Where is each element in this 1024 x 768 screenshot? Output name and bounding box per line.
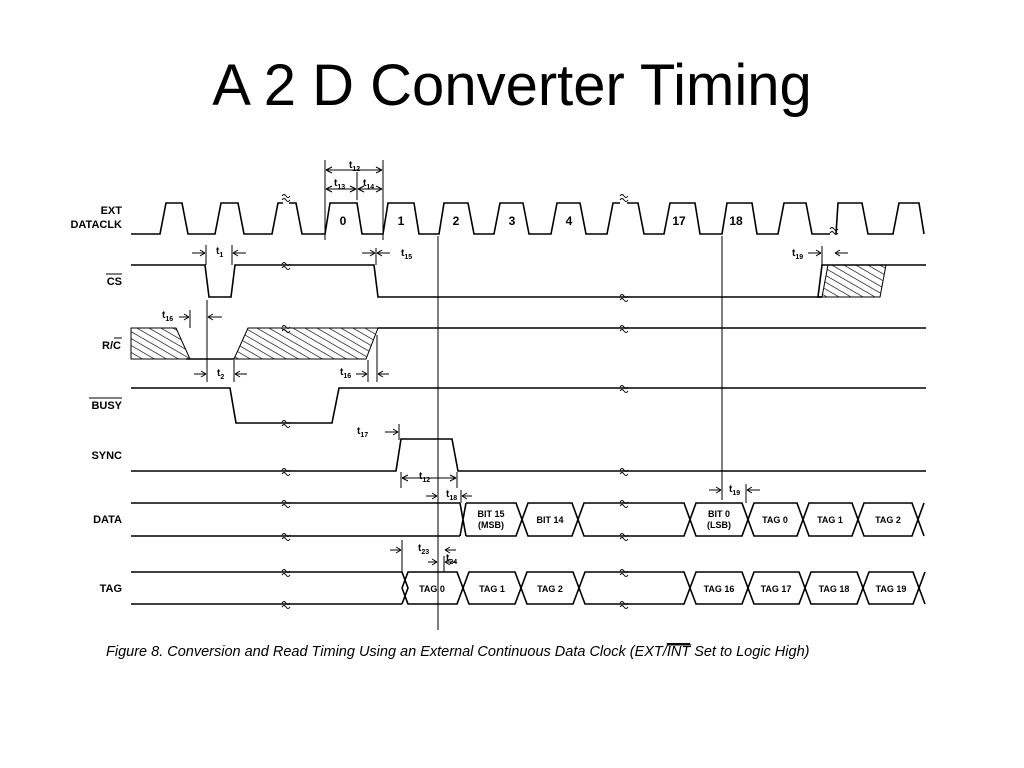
figure-caption: Figure 8. Conversion and Read Timing Usi…: [106, 644, 809, 660]
timing-label-t19-top: t19: [792, 248, 803, 261]
signal-label-data: DATA: [93, 514, 122, 526]
timing-label-t19-data: t19: [729, 484, 740, 497]
data-box-bit14: BIT 14: [536, 515, 563, 525]
timing-label-t13: t13: [334, 178, 345, 191]
data-bus: [131, 502, 925, 537]
data-box-bit15-line1: BIT 15: [477, 509, 504, 519]
caption-tail: Set to Logic High): [690, 644, 809, 660]
sync-waveform: [131, 438, 926, 472]
timing-label-t12-sync: t12: [419, 471, 430, 484]
data-box-bit0-line2: (LSB): [707, 520, 731, 530]
signal-label-sync: SYNC: [91, 450, 122, 462]
caption-overline-text: INT: [667, 644, 692, 660]
tag-box-16: TAG 16: [704, 584, 735, 594]
tag-box-2: TAG 2: [537, 584, 563, 594]
rc-waveform: [130, 327, 926, 360]
timing-label-t12-top: t12: [349, 160, 360, 173]
timing-label-t1: t1: [216, 246, 223, 259]
signal-label-busy: BUSY: [91, 400, 122, 412]
signal-label-tag: TAG: [100, 583, 122, 595]
cs-hatch-region: [821, 264, 887, 298]
clock-number-3: 3: [509, 214, 516, 228]
clock-number-1: 1: [398, 214, 405, 228]
clock-number-0: 0: [340, 214, 347, 228]
timing-label-t14: t14: [363, 178, 374, 191]
data-box-tag1: TAG 1: [817, 515, 843, 525]
tag-bus: [131, 571, 926, 605]
data-box-tag2: TAG 2: [875, 515, 901, 525]
timing-label-t16-bottom: t16: [340, 367, 351, 380]
data-box-tag0: TAG 0: [762, 515, 788, 525]
clock-number-2: 2: [453, 214, 460, 228]
timing-label-t15: t15: [401, 248, 412, 261]
clock-number-4: 4: [566, 214, 573, 228]
timing-label-t23: t23: [418, 543, 429, 556]
page-title: A 2 D Converter Timing: [212, 53, 812, 118]
busy-waveform: [131, 387, 926, 424]
clock-number-17: 17: [672, 214, 686, 228]
timing-label-t16-top: t16: [162, 310, 173, 323]
timing-label-t24: t24: [446, 553, 457, 566]
data-box-bit0-line1: BIT 0: [708, 509, 730, 519]
tag-box-17: TAG 17: [761, 584, 792, 594]
tag-box-18: TAG 18: [819, 584, 850, 594]
signal-label-rc: R/: [102, 340, 113, 352]
signal-label-rc-bar: C: [113, 340, 121, 352]
timing-label-t2: t2: [217, 368, 224, 381]
signal-label-ext: EXT: [101, 205, 123, 217]
tag-box-1: TAG 1: [479, 584, 505, 594]
cs-waveform: [131, 264, 926, 298]
caption-text: Figure 8. Conversion and Read Timing Usi…: [106, 644, 669, 660]
data-box-bit15-line2: (MSB): [478, 520, 504, 530]
tag-box-0: TAG 0: [419, 584, 445, 594]
tag-box-19: TAG 19: [876, 584, 907, 594]
ext-dataclk-waveform: [131, 202, 925, 235]
reference-lines: [189, 160, 823, 630]
timing-label-t18: t18: [446, 489, 457, 502]
signal-label-dataclk: DATACLK: [70, 219, 122, 231]
break-marks: [281, 194, 839, 609]
timing-label-t17: t17: [357, 426, 368, 439]
signal-label-cs: CS: [107, 276, 122, 288]
clock-number-18: 18: [729, 214, 743, 228]
timing-arrows: [179, 166, 848, 566]
